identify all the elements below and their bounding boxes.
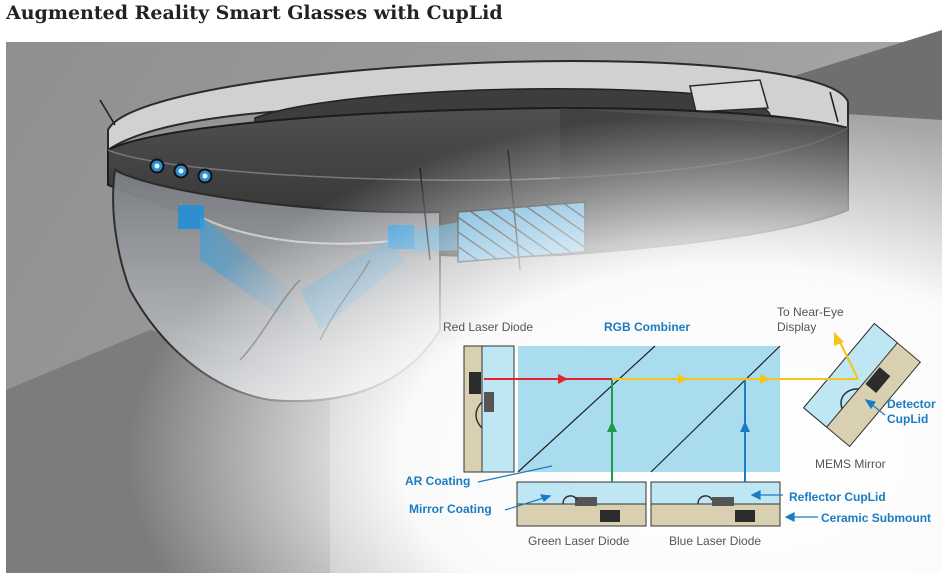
rgb-combiner-label: RGB Combiner — [604, 320, 690, 334]
red-laser-diode-label: Red Laser Diode — [443, 320, 533, 334]
headset-illustration — [6, 30, 942, 573]
to-near-eye-label-line2: Display — [777, 320, 816, 334]
green-laser-diode-label: Green Laser Diode — [528, 534, 630, 548]
laser-beams — [484, 332, 859, 482]
blue-laser-diode-module — [650, 481, 781, 527]
to-near-eye-label-line1: To Near-Eye — [777, 305, 844, 319]
rgb-combiner — [518, 346, 780, 472]
detector-label-line1: Detector — [887, 397, 936, 411]
leader-lines — [477, 399, 886, 522]
blue-laser-diode-label: Blue Laser Diode — [669, 534, 761, 548]
mems-mirror-module — [802, 322, 922, 448]
ceramic-submount-label: Ceramic Submount — [821, 511, 931, 525]
detector-label-line2: CupLid — [887, 412, 928, 426]
reflector-cuplid-label: Reflector CupLid — [789, 490, 886, 504]
mems-mirror-label: MEMS Mirror — [815, 457, 886, 471]
green-laser-diode-module — [516, 481, 647, 527]
mirror-coating-label: Mirror Coating — [409, 502, 492, 516]
red-laser-diode-module — [463, 345, 515, 473]
page-title: Augmented Reality Smart Glasses with Cup… — [6, 2, 503, 24]
optics-diagram: Red Laser Diode RGB Combiner To Near-Eye… — [405, 305, 936, 548]
ar-coating-label: AR Coating — [405, 474, 470, 488]
